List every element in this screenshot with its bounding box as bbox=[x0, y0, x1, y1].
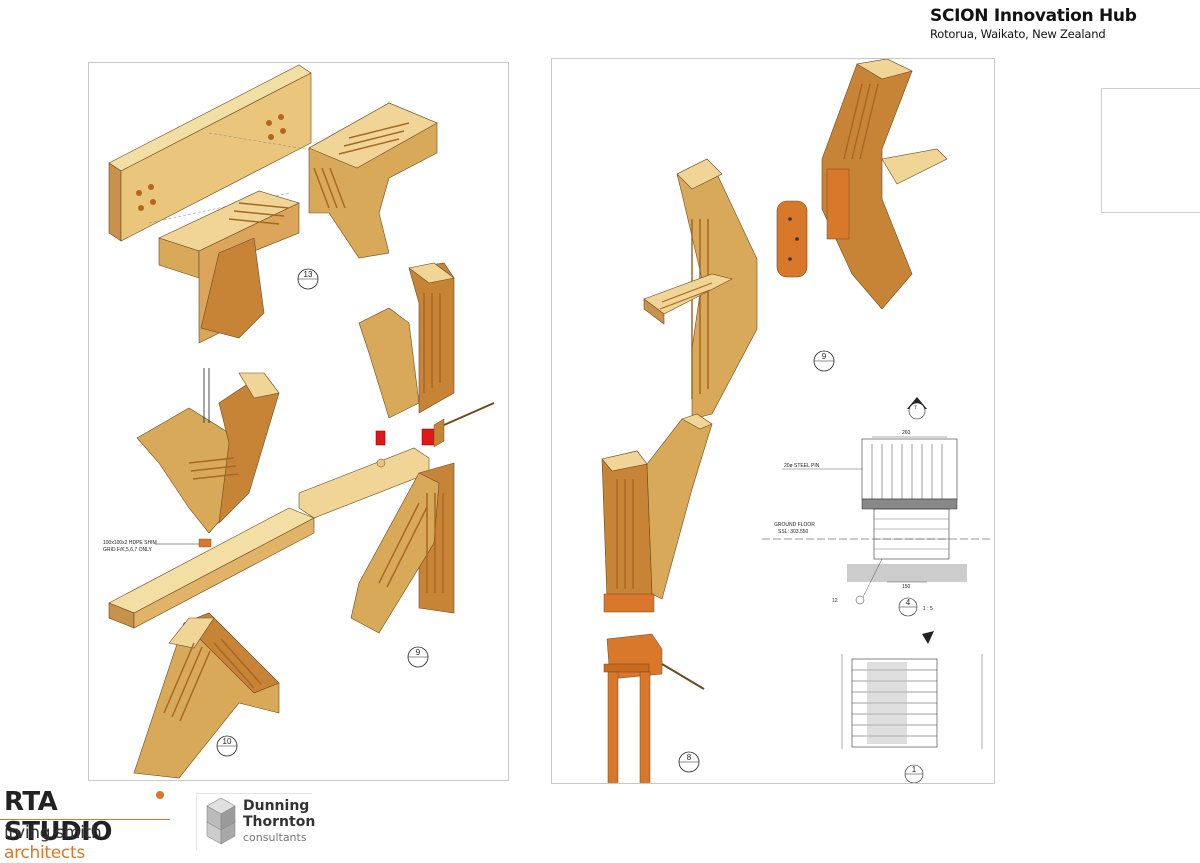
exploded-joint-sheet-right: 9 8 7 bbox=[551, 58, 995, 784]
dt-subtitle: consultants bbox=[243, 831, 307, 844]
rta-sub-name: irving smith bbox=[4, 823, 102, 843]
detail-4-number: 4 bbox=[906, 598, 911, 607]
callout-9-right-label: 9 bbox=[822, 352, 827, 361]
dt-line-2: Thornton bbox=[243, 814, 316, 830]
rta-divider bbox=[0, 819, 170, 820]
detail-9-large-drawing bbox=[643, 59, 948, 420]
detail-10-drawing bbox=[108, 507, 315, 779]
cube-stack-icon bbox=[206, 797, 236, 845]
side-panel-frame bbox=[1101, 88, 1200, 213]
rta-sub-architects: architects bbox=[4, 843, 85, 863]
right-sheet-drawing: 9 8 7 bbox=[601, 59, 992, 783]
detail-8-drawing bbox=[601, 413, 713, 783]
callout-10: 10 bbox=[216, 735, 238, 757]
left-sheet-drawing: 13 bbox=[103, 64, 495, 779]
steel-pin-note: 20ø STEEL PIN bbox=[784, 463, 820, 469]
rta-studio-name: RTA STUDIO bbox=[4, 787, 112, 847]
shim-note: 100x100x2 HDPE SHIM GRID F/K,5,6,7 ONLY bbox=[103, 538, 212, 553]
project-title: SCION Innovation Hub bbox=[930, 6, 1137, 26]
tag-7: 7 bbox=[914, 405, 917, 411]
rta-studio-logo: RTA STUDIO irving smith architects bbox=[0, 787, 170, 863]
shim-note-line2: GRID F/K,5,6,7 ONLY bbox=[103, 547, 152, 553]
detail-9-drawing bbox=[136, 262, 495, 634]
rta-subtitle: irving smith architects bbox=[4, 823, 170, 863]
detail-1-number: 1 bbox=[912, 765, 917, 774]
project-location: Rotorua, Waikato, New Zealand bbox=[930, 27, 1106, 41]
detail-13-drawing bbox=[108, 64, 438, 344]
dunning-thornton-name: Dunning Thornton bbox=[243, 798, 315, 830]
shim-note-line1: 100x100x2 HDPE SHIM bbox=[103, 540, 157, 546]
detail-4-scale: 1 : 5 bbox=[923, 606, 933, 612]
ssl-label: SSL: 303.550 bbox=[778, 529, 809, 535]
exploded-joint-sheet-left: 13 bbox=[88, 62, 509, 781]
dunning-thornton-logo: Dunning Thornton consultants bbox=[196, 793, 315, 850]
dim-150: 150 bbox=[902, 584, 911, 590]
project-header: SCION Innovation Hub Rotorua, Waikato, N… bbox=[930, 6, 1137, 41]
callout-9-right: 9 bbox=[813, 350, 835, 372]
rta-dot-icon bbox=[156, 791, 164, 799]
callout-10-label: 10 bbox=[223, 737, 232, 746]
callout-13-label: 13 bbox=[304, 270, 313, 279]
callout-13: 13 bbox=[297, 268, 319, 290]
ground-floor-label: GROUND FLOOR bbox=[774, 522, 815, 528]
dim-260: 260 bbox=[902, 430, 911, 436]
section-detail-4: 7 20ø STEEL PIN GROUND FLOOR SSL: 303.55… bbox=[762, 397, 992, 617]
callout-9-label: 9 bbox=[416, 648, 421, 657]
callout-8-label: 8 bbox=[687, 753, 692, 762]
tag-12: 12 bbox=[832, 598, 838, 604]
callout-8: 8 bbox=[678, 751, 700, 773]
dt-line-1: Dunning bbox=[243, 798, 310, 814]
section-detail-1: 1 bbox=[841, 631, 983, 783]
callout-9: 9 bbox=[407, 646, 429, 668]
